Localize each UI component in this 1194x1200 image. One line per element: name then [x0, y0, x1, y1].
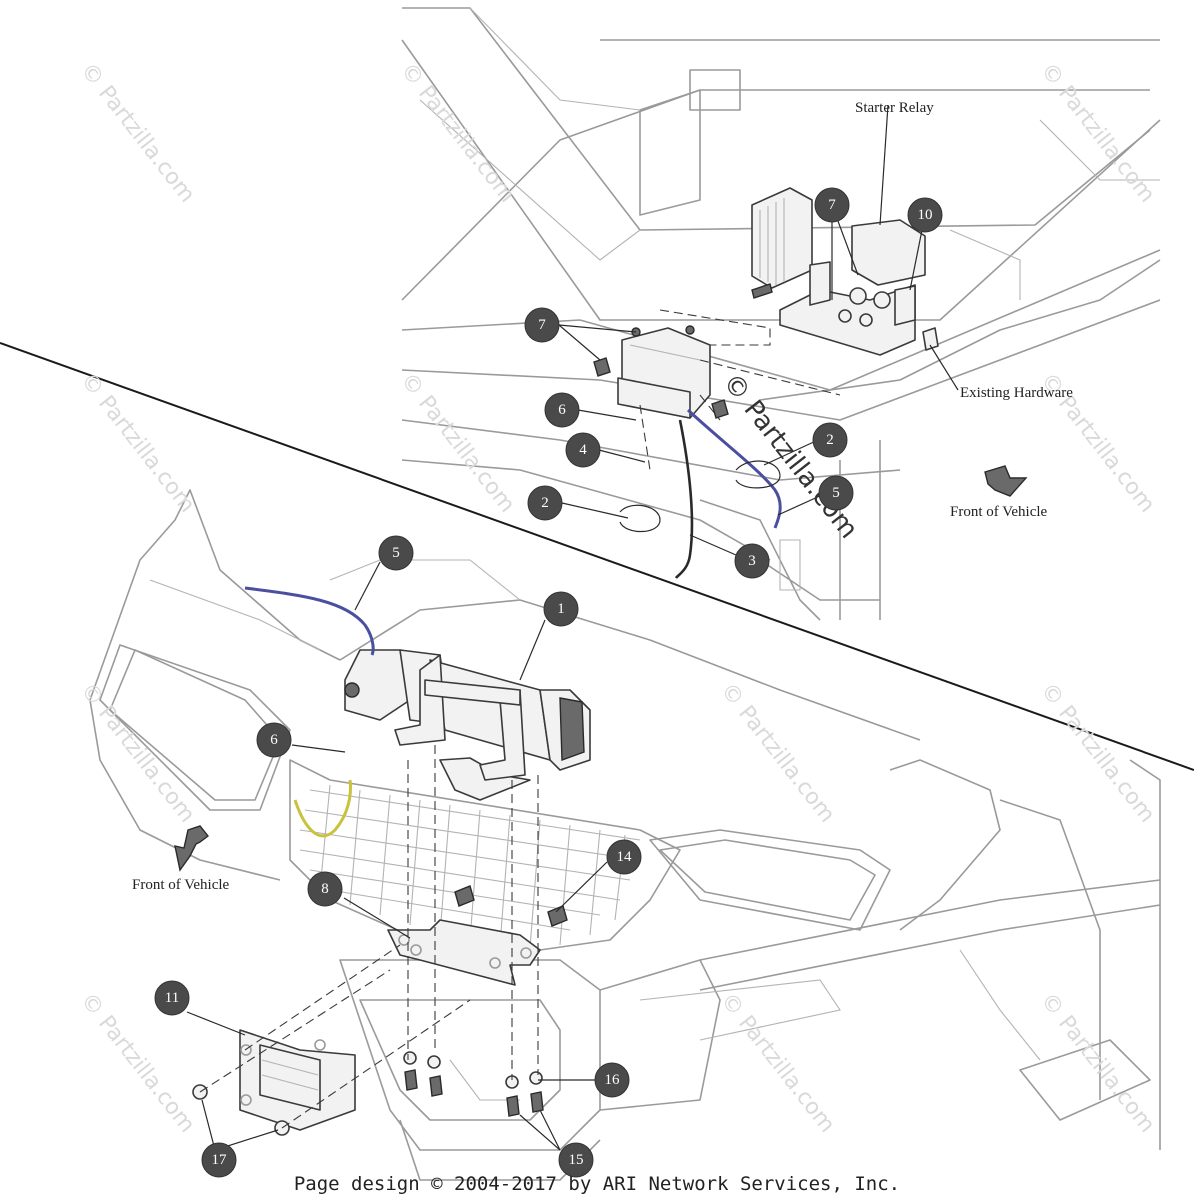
callout-7-upper: 7	[814, 187, 850, 223]
callout-6-lower: 6	[256, 722, 292, 758]
starter-relay-label: Starter Relay	[855, 100, 934, 116]
callout-7-middle: 7	[524, 307, 560, 343]
winch-contactor-part	[593, 325, 729, 419]
front-of-vehicle-label-bottom: Front of Vehicle	[132, 877, 230, 893]
callout-1: 1	[543, 591, 579, 627]
callout-5-lower: 5	[378, 535, 414, 571]
footer-copyright: Page design © 2004-2017 by ARI Network S…	[294, 1173, 900, 1195]
callout-number: 14	[617, 849, 633, 865]
watermarks: © Partzilla.com © Partzilla.com © Partzi…	[75, 58, 1159, 1137]
watermark-12: © Partzilla.com	[1035, 988, 1159, 1137]
callout-4: 4	[565, 432, 601, 468]
section-divider-line	[0, 342, 1194, 771]
callout-number: 5	[832, 485, 840, 501]
watermark-3: © Partzilla.com	[1035, 58, 1159, 207]
watermark-9: © Partzilla.com	[1035, 678, 1159, 827]
callout-number: 4	[579, 442, 587, 458]
callout-10: 10	[907, 197, 943, 233]
watermark-11: © Partzilla.com	[715, 988, 839, 1137]
winch-mount-plate	[387, 919, 541, 986]
callout-17: 17	[201, 1142, 237, 1178]
callout-3: 3	[734, 543, 770, 579]
callout-6-upper: 6	[544, 392, 580, 428]
grille-honeycomb	[299, 784, 641, 949]
starter-relay-assembly	[751, 219, 939, 356]
callout-number: 8	[321, 881, 329, 897]
existing-hardware-label: Existing Hardware	[960, 385, 1073, 401]
front-of-vehicle-label-top: Front of Vehicle	[950, 504, 1048, 520]
watermark-7: © Partzilla.com	[75, 678, 199, 827]
callout-2-left: 2	[527, 485, 563, 521]
callout-number: 5	[392, 545, 400, 561]
callout-number: 6	[270, 732, 278, 748]
winch-part	[344, 649, 591, 781]
callout-number: 15	[569, 1152, 584, 1168]
watermark-4: © Partzilla.com	[75, 368, 199, 517]
callout-15: 15	[558, 1142, 594, 1178]
callout-5-upper: 5	[818, 475, 854, 511]
callout-11: 11	[154, 980, 190, 1016]
callout-number: 7	[828, 197, 836, 213]
lower-dashed-guides	[199, 745, 539, 1129]
watermark-8: © Partzilla.com	[715, 678, 839, 827]
callout-14: 14	[606, 839, 642, 875]
callout-number: 11	[165, 990, 179, 1006]
callout-number: 1	[557, 601, 565, 617]
upper-wires	[619, 408, 782, 579]
roller-fairlead-part	[239, 1029, 356, 1131]
callout-16: 16	[594, 1062, 630, 1098]
callout-number: 2	[541, 495, 549, 511]
callout-2-right: 2	[812, 422, 848, 458]
callout-8: 8	[307, 871, 343, 907]
callout-number: 17	[212, 1152, 228, 1168]
callout-number: 3	[748, 553, 756, 569]
heat-sink-part	[751, 187, 813, 289]
callout-number: 6	[558, 402, 566, 418]
upper-dashed-guides	[639, 309, 841, 471]
upper-frame-drawing	[401, 7, 1161, 621]
watermark-5: © Partzilla.com	[395, 368, 519, 517]
callout-number: 16	[605, 1072, 621, 1088]
watermark-1: © Partzilla.com	[75, 58, 199, 207]
watermark-2: © Partzilla.com	[395, 58, 519, 207]
callout-number: 10	[918, 207, 933, 223]
callout-number: 7	[538, 317, 546, 333]
direction-arrows	[174, 465, 1028, 872]
callout-leaders	[186, 104, 959, 1151]
lower-wires	[244, 586, 375, 838]
callout-number: 2	[826, 432, 834, 448]
